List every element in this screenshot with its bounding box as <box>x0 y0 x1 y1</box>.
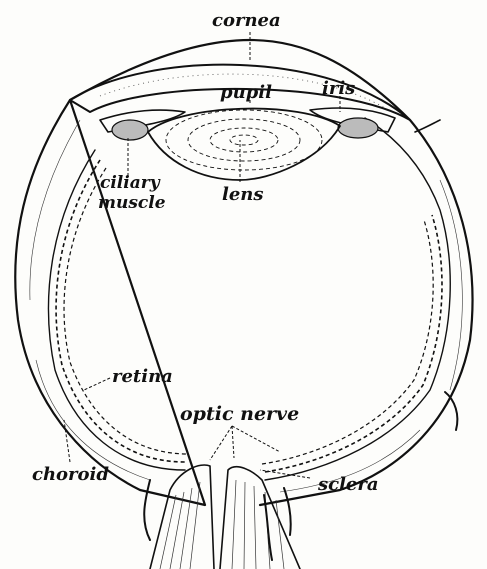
optic-nerve-fibers <box>160 480 284 569</box>
vessel-1 <box>144 480 150 540</box>
label-lens: lens <box>222 184 264 205</box>
lens-ring-4 <box>230 135 258 145</box>
ciliary-muscle-left <box>112 120 148 140</box>
label-retina: retina <box>112 366 173 387</box>
label-pupil: pupil <box>220 82 272 103</box>
label-iris: iris <box>322 78 355 99</box>
label-sclera: sclera <box>317 474 379 495</box>
vessel-5 <box>415 120 440 132</box>
leader-choroid <box>64 420 70 462</box>
label-choroid: choroid <box>32 464 109 485</box>
label-optic-nerve: optic nerve <box>180 403 299 425</box>
lens-ring-3 <box>210 128 278 152</box>
vessel-4 <box>445 392 457 430</box>
leader-retina <box>84 378 110 390</box>
vessel-2 <box>264 495 272 560</box>
leader-optic-nerve <box>210 426 280 460</box>
label-muscle: muscle <box>98 193 166 213</box>
label-ciliary: ciliary <box>100 173 161 193</box>
vessel-3 <box>284 488 291 535</box>
label-cornea: cornea <box>212 10 281 31</box>
ciliary-muscle-right <box>338 118 378 138</box>
lens-ring-2 <box>188 119 300 161</box>
